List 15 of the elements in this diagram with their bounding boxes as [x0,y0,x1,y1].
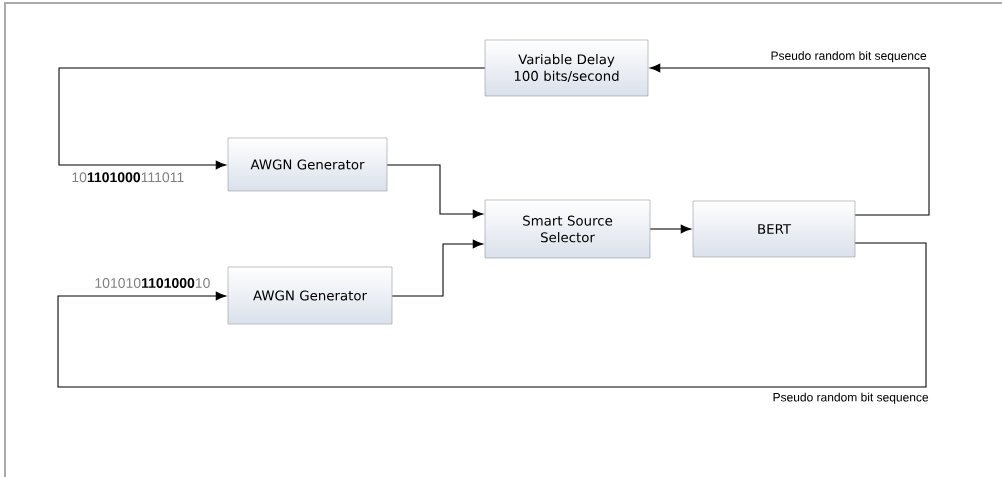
arrow [386,164,484,219]
arrow [58,67,486,170]
bit-sequence-label: 101101000111011 [70,170,186,184]
bit-sequence-label: 101010110100010 [95,278,210,288]
edge-label: Pseudo random bit sequence [771,391,930,406]
arrow [57,242,927,388]
arrow [649,224,692,234]
process-box: Variable Delay 100 bits/second [484,39,649,97]
arrow [649,63,930,216]
process-box: AWGN Generator [227,266,393,325]
process-box: AWGN Generator [227,137,388,192]
edge-label: Pseudo random bit sequence [769,49,928,64]
process-box: BERT [692,200,856,258]
arrow [391,239,484,297]
process-box: Smart Source Selector [484,199,651,259]
